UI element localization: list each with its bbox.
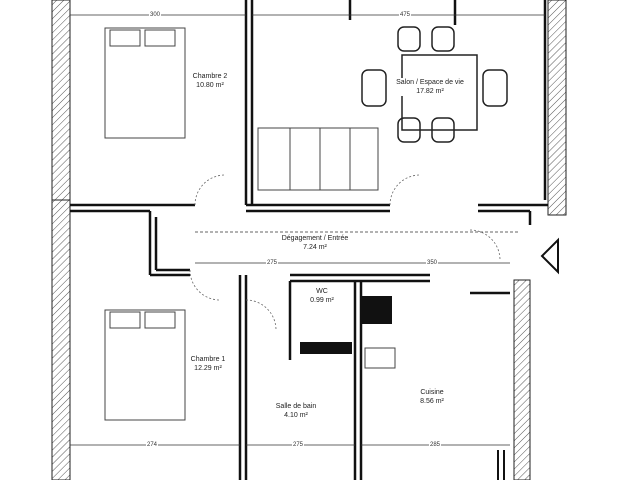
room-label-cuisine: Cuisine 8.56 m²: [420, 389, 444, 405]
stove-icon: [364, 347, 396, 369]
duct-block: [300, 342, 352, 354]
dimension-label: 475: [398, 12, 412, 18]
dimension-lines: [70, 14, 545, 446]
interior-walls: [70, 0, 548, 480]
room-label-wc: WC 0.99 m²: [310, 288, 334, 304]
dimension-label: 274: [145, 442, 159, 448]
sofa-icon: [257, 127, 379, 191]
exterior-walls: [51, 0, 567, 480]
dining-table-icon: [361, 26, 508, 143]
dimension-label: 275: [265, 260, 279, 266]
dimension-label: 350: [425, 260, 439, 266]
room-label-salon: Salon / Espace de vie 17.82 m²: [396, 78, 464, 96]
room-label-degagement: Dégagement / Entrée 7.24 m²: [281, 234, 349, 252]
door-swing: [189, 174, 501, 331]
kitchen-wall: [497, 450, 505, 480]
room-label-chambre1: Chambre 1 12.29 m²: [190, 356, 226, 372]
room-label-chambre2: Chambre 2 10.80 m²: [192, 73, 228, 89]
dimension-label: 300: [148, 12, 162, 18]
dimension-label: 275: [291, 442, 305, 448]
bed-icon: [104, 27, 186, 421]
room-label-sdb: Salle de bain 4.10 m²: [275, 403, 317, 419]
dimension-label: 285: [428, 442, 442, 448]
duct-block: [362, 296, 392, 324]
entrance-arrow-icon: [540, 237, 559, 275]
